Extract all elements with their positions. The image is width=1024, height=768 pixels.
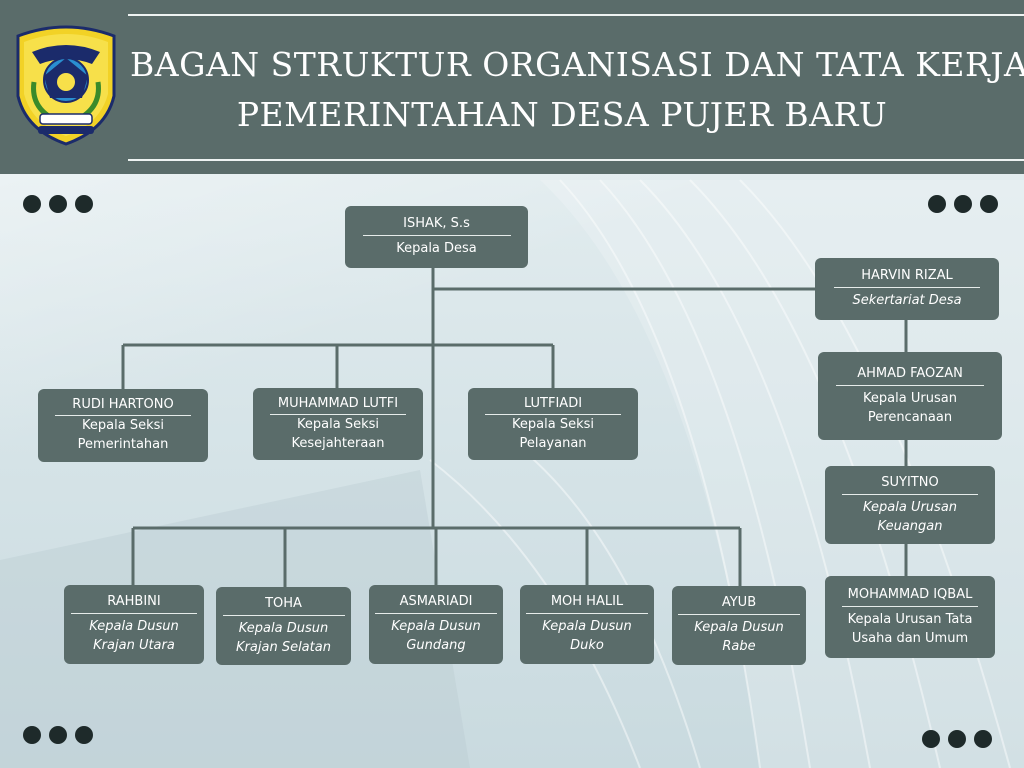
dot (954, 195, 972, 213)
node-divider (836, 384, 984, 386)
header-bottom-rule (128, 159, 1024, 161)
node-divider (485, 413, 621, 415)
node-role: Kepala Seksi Kesejahteraan (291, 416, 385, 451)
node-kepala-desa: ISHAK, S.s Kepala Desa (345, 206, 528, 268)
node-role: Kepala Dusun Rabe (694, 620, 784, 654)
title-line-1: BAGAN STRUKTUR ORGANISASI DAN TATA KERJA (130, 45, 1024, 84)
node-role: Kepala Dusun Gundang (391, 619, 481, 653)
node-divider (71, 613, 197, 614)
dot (922, 730, 940, 748)
node-divider (526, 613, 648, 614)
node-divider (222, 614, 345, 616)
node-name: TOHA (265, 595, 302, 611)
node-divider (270, 413, 406, 415)
dot (928, 195, 946, 213)
node-seksi-kesejahteraan: MUHAMMAD LUTFI Kepala Seksi Kesejahteraa… (253, 388, 423, 460)
decorative-dots-bottom-right (922, 730, 992, 748)
node-name: ASMARIADI (399, 594, 473, 609)
node-divider (55, 415, 191, 416)
dot (75, 195, 93, 213)
header-banner: BAGAN STRUKTUR ORGANISASI DAN TATA KERJA… (0, 0, 1024, 174)
node-name: RAHBINI (107, 594, 161, 609)
dot (23, 726, 41, 744)
node-name: MUHAMMAD LUTFI (277, 395, 399, 411)
node-kaur-keuangan: SUYITNO Kepala Urusan Keuangan (825, 466, 995, 544)
node-role: Kepala Dusun Krajan Selatan (236, 620, 331, 655)
node-name: MOHAMMAD IQBAL (847, 586, 973, 602)
node-kaur-tata-usaha: MOHAMMAD IQBAL Kepala Urusan Tata Usaha … (825, 576, 995, 658)
node-name: LUTFIADI (523, 395, 583, 411)
node-dusun-duko: MOH HALIL Kepala Dusun Duko (520, 585, 654, 664)
dot (23, 195, 41, 213)
node-role: Kepala Urusan Perencanaan (863, 390, 957, 425)
node-role: Kepala Dusun Krajan Utara (89, 619, 179, 653)
decorative-dots-top-right (928, 195, 998, 213)
node-divider (362, 235, 511, 236)
dot (980, 195, 998, 213)
dot (49, 195, 67, 213)
bondowoso-regency-emblem-icon (16, 25, 116, 146)
node-role: Sekertariat Desa (852, 293, 962, 308)
node-dusun-rabe: AYUB Kepala Dusun Rabe (672, 586, 806, 665)
dot (948, 730, 966, 748)
dot (974, 730, 992, 748)
node-seksi-pemerintahan: RUDI HARTONO Kepala Seksi Pemerintahan (38, 389, 208, 462)
node-dusun-krajan-utara: RAHBINI Kepala Dusun Krajan Utara (64, 585, 204, 664)
node-role: Kepala Dusun Duko (542, 619, 632, 653)
node-kaur-perencanaan: AHMAD FAOZAN Kepala Urusan Perencanaan (818, 352, 1002, 440)
node-name: HARVIN RIZAL (861, 268, 953, 283)
node-divider (842, 605, 978, 607)
node-role: Kepala Desa (396, 241, 477, 256)
node-name: SUYITNO (881, 474, 939, 490)
node-role: Kepala Seksi Pelayanan (512, 416, 594, 451)
node-dusun-gundang: ASMARIADI Kepala Dusun Gundang (369, 585, 503, 664)
node-name: AHMAD FAOZAN (857, 365, 963, 381)
dot (49, 726, 67, 744)
node-divider (375, 613, 497, 614)
node-role: Kepala Urusan Tata Usaha dan Umum (847, 611, 973, 646)
decorative-dots-bottom-left (23, 726, 93, 744)
node-name: ISHAK, S.s (403, 216, 470, 231)
node-name: MOH HALIL (550, 594, 624, 609)
node-divider (834, 287, 980, 288)
decorative-dots-top-left (23, 195, 93, 213)
title-line-2: PEMERINTAHAN DESA PUJER BARU (236, 95, 888, 134)
node-dusun-krajan-selatan: TOHA Kepala Dusun Krajan Selatan (216, 587, 351, 665)
node-role: Kepala Seksi Pemerintahan (77, 418, 169, 452)
dot (75, 726, 93, 744)
header-top-rule (128, 14, 1024, 16)
node-name: RUDI HARTONO (72, 397, 174, 412)
node-divider (678, 614, 800, 615)
node-divider (842, 493, 978, 495)
node-name: AYUB (721, 595, 757, 610)
node-seksi-pelayanan: LUTFIADI Kepala Seksi Pelayanan (468, 388, 638, 460)
node-role: Kepala Urusan Keuangan (862, 499, 958, 534)
node-sekertariat-desa: HARVIN RIZAL Sekertariat Desa (815, 258, 999, 320)
